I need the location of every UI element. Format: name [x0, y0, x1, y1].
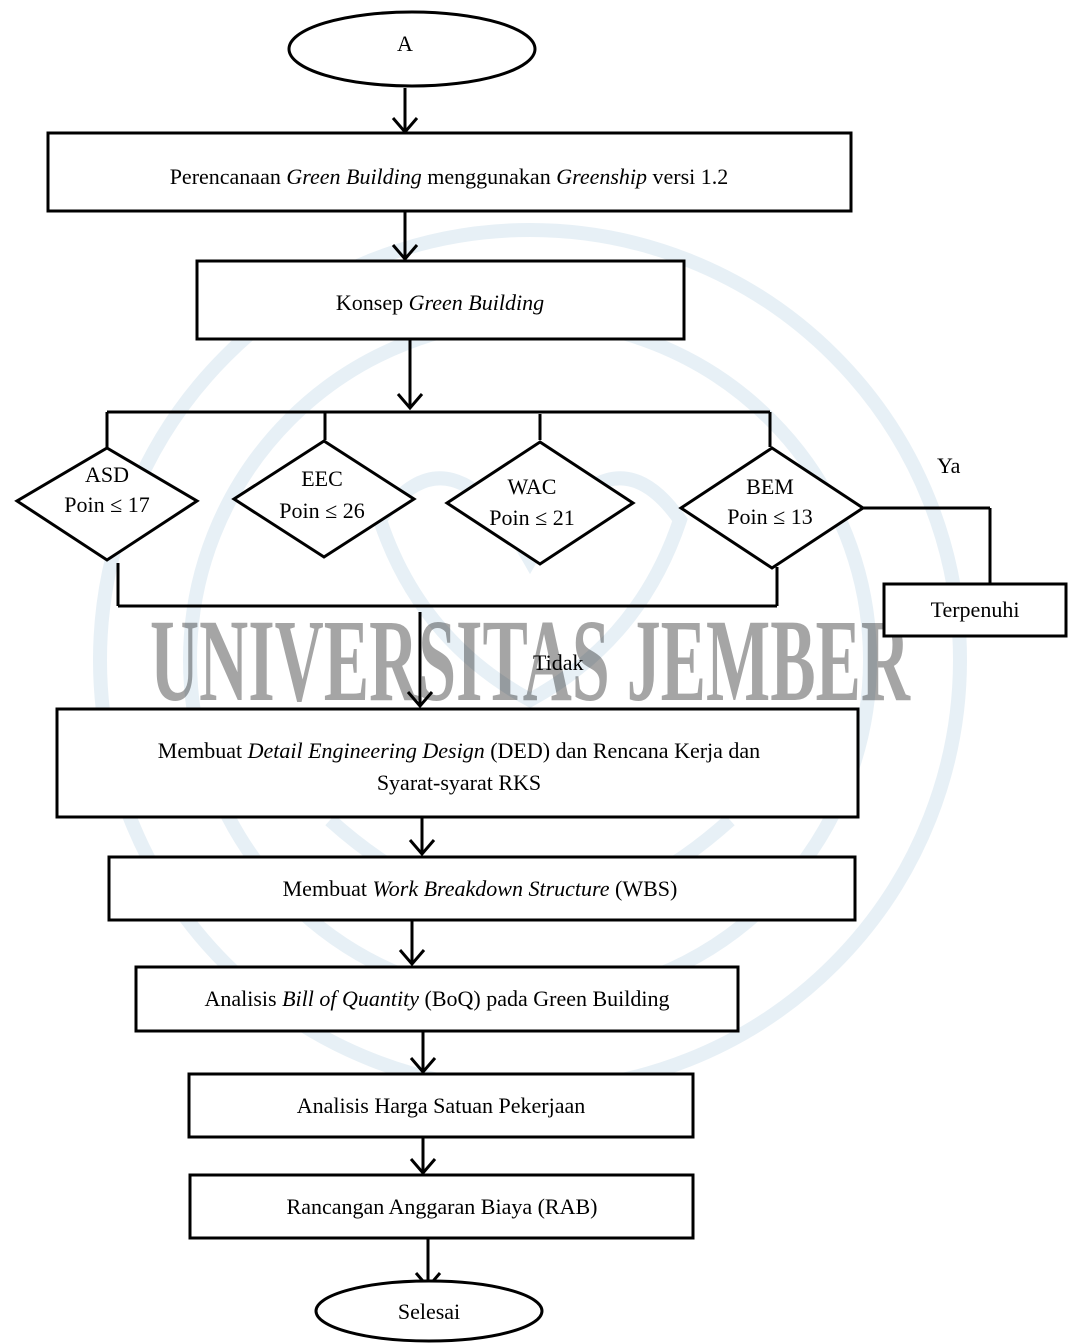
- step-boq-label: Analisis Bill of Quantity (BoQ) pada Gre…: [204, 986, 669, 1011]
- no-label: Tidak: [533, 650, 584, 675]
- arrow-harga-rab: [409, 1137, 437, 1176]
- step-wbs: [107, 855, 857, 922]
- step-harga: [187, 1072, 695, 1139]
- arrow-perencanaan-konsep: [391, 211, 419, 262]
- split-connector: [105, 410, 772, 455]
- decision-eec: [231, 439, 417, 559]
- start-terminal: [287, 10, 537, 88]
- decision-bem: [678, 446, 866, 570]
- watermark-text: UNIVERSITAS JEMBER: [150, 595, 911, 726]
- step-ded: [55, 707, 860, 819]
- decision-wac: [444, 440, 636, 566]
- step-terpenuhi-label: Terpenuhi: [931, 597, 1020, 622]
- step-terpenuhi: [882, 582, 1068, 638]
- arrow-konsep-split: [396, 339, 424, 411]
- step-konsep-label: Konsep Green Building: [336, 290, 544, 315]
- yes-label: Ya: [937, 453, 961, 478]
- step-ded-line1: Membuat Detail Engineering Design (DED) …: [158, 738, 760, 763]
- step-harga-label: Analisis Harga Satuan Pekerjaan: [297, 1093, 586, 1118]
- decision-bem-criteria: Poin ≤ 13: [727, 504, 812, 529]
- step-perencanaan-label: Perencanaan Green Building menggunakan G…: [170, 164, 729, 189]
- decision-asd: [14, 446, 200, 562]
- decision-wac-criteria: Poin ≤ 21: [489, 505, 574, 530]
- start-label: A: [397, 31, 413, 56]
- decision-bem-code: BEM: [746, 474, 794, 499]
- end-label: Selesai: [398, 1299, 460, 1324]
- decision-asd-criteria: Poin ≤ 17: [64, 492, 149, 517]
- watermark-logo: UNIVERSITAS JEMBER: [93, 223, 967, 1097]
- step-rab: [188, 1173, 695, 1240]
- step-konsep: [195, 259, 686, 341]
- arrow-ded-wbs: [408, 817, 436, 857]
- step-rab-label: Rancangan Anggaran Biaya (RAB): [287, 1194, 598, 1219]
- step-wbs-label: Membuat Work Breakdown Structure (WBS): [283, 876, 678, 901]
- step-boq: [134, 965, 740, 1033]
- decision-wac-code: WAC: [508, 474, 557, 499]
- decision-eec-criteria: Poin ≤ 26: [279, 498, 364, 523]
- decision-asd-code: ASD: [85, 462, 129, 487]
- step-ded-line2: Syarat-syarat RKS: [377, 770, 541, 795]
- decision-eec-code: EEC: [301, 466, 343, 491]
- merge-connector: [116, 563, 779, 709]
- end-terminal: [314, 1279, 544, 1343]
- arrow-start: [391, 88, 419, 135]
- arrow-wbs-boq: [398, 920, 426, 967]
- yes-branch-connector: [863, 506, 992, 584]
- step-perencanaan: [46, 131, 853, 213]
- arrow-boq-harga: [409, 1031, 437, 1075]
